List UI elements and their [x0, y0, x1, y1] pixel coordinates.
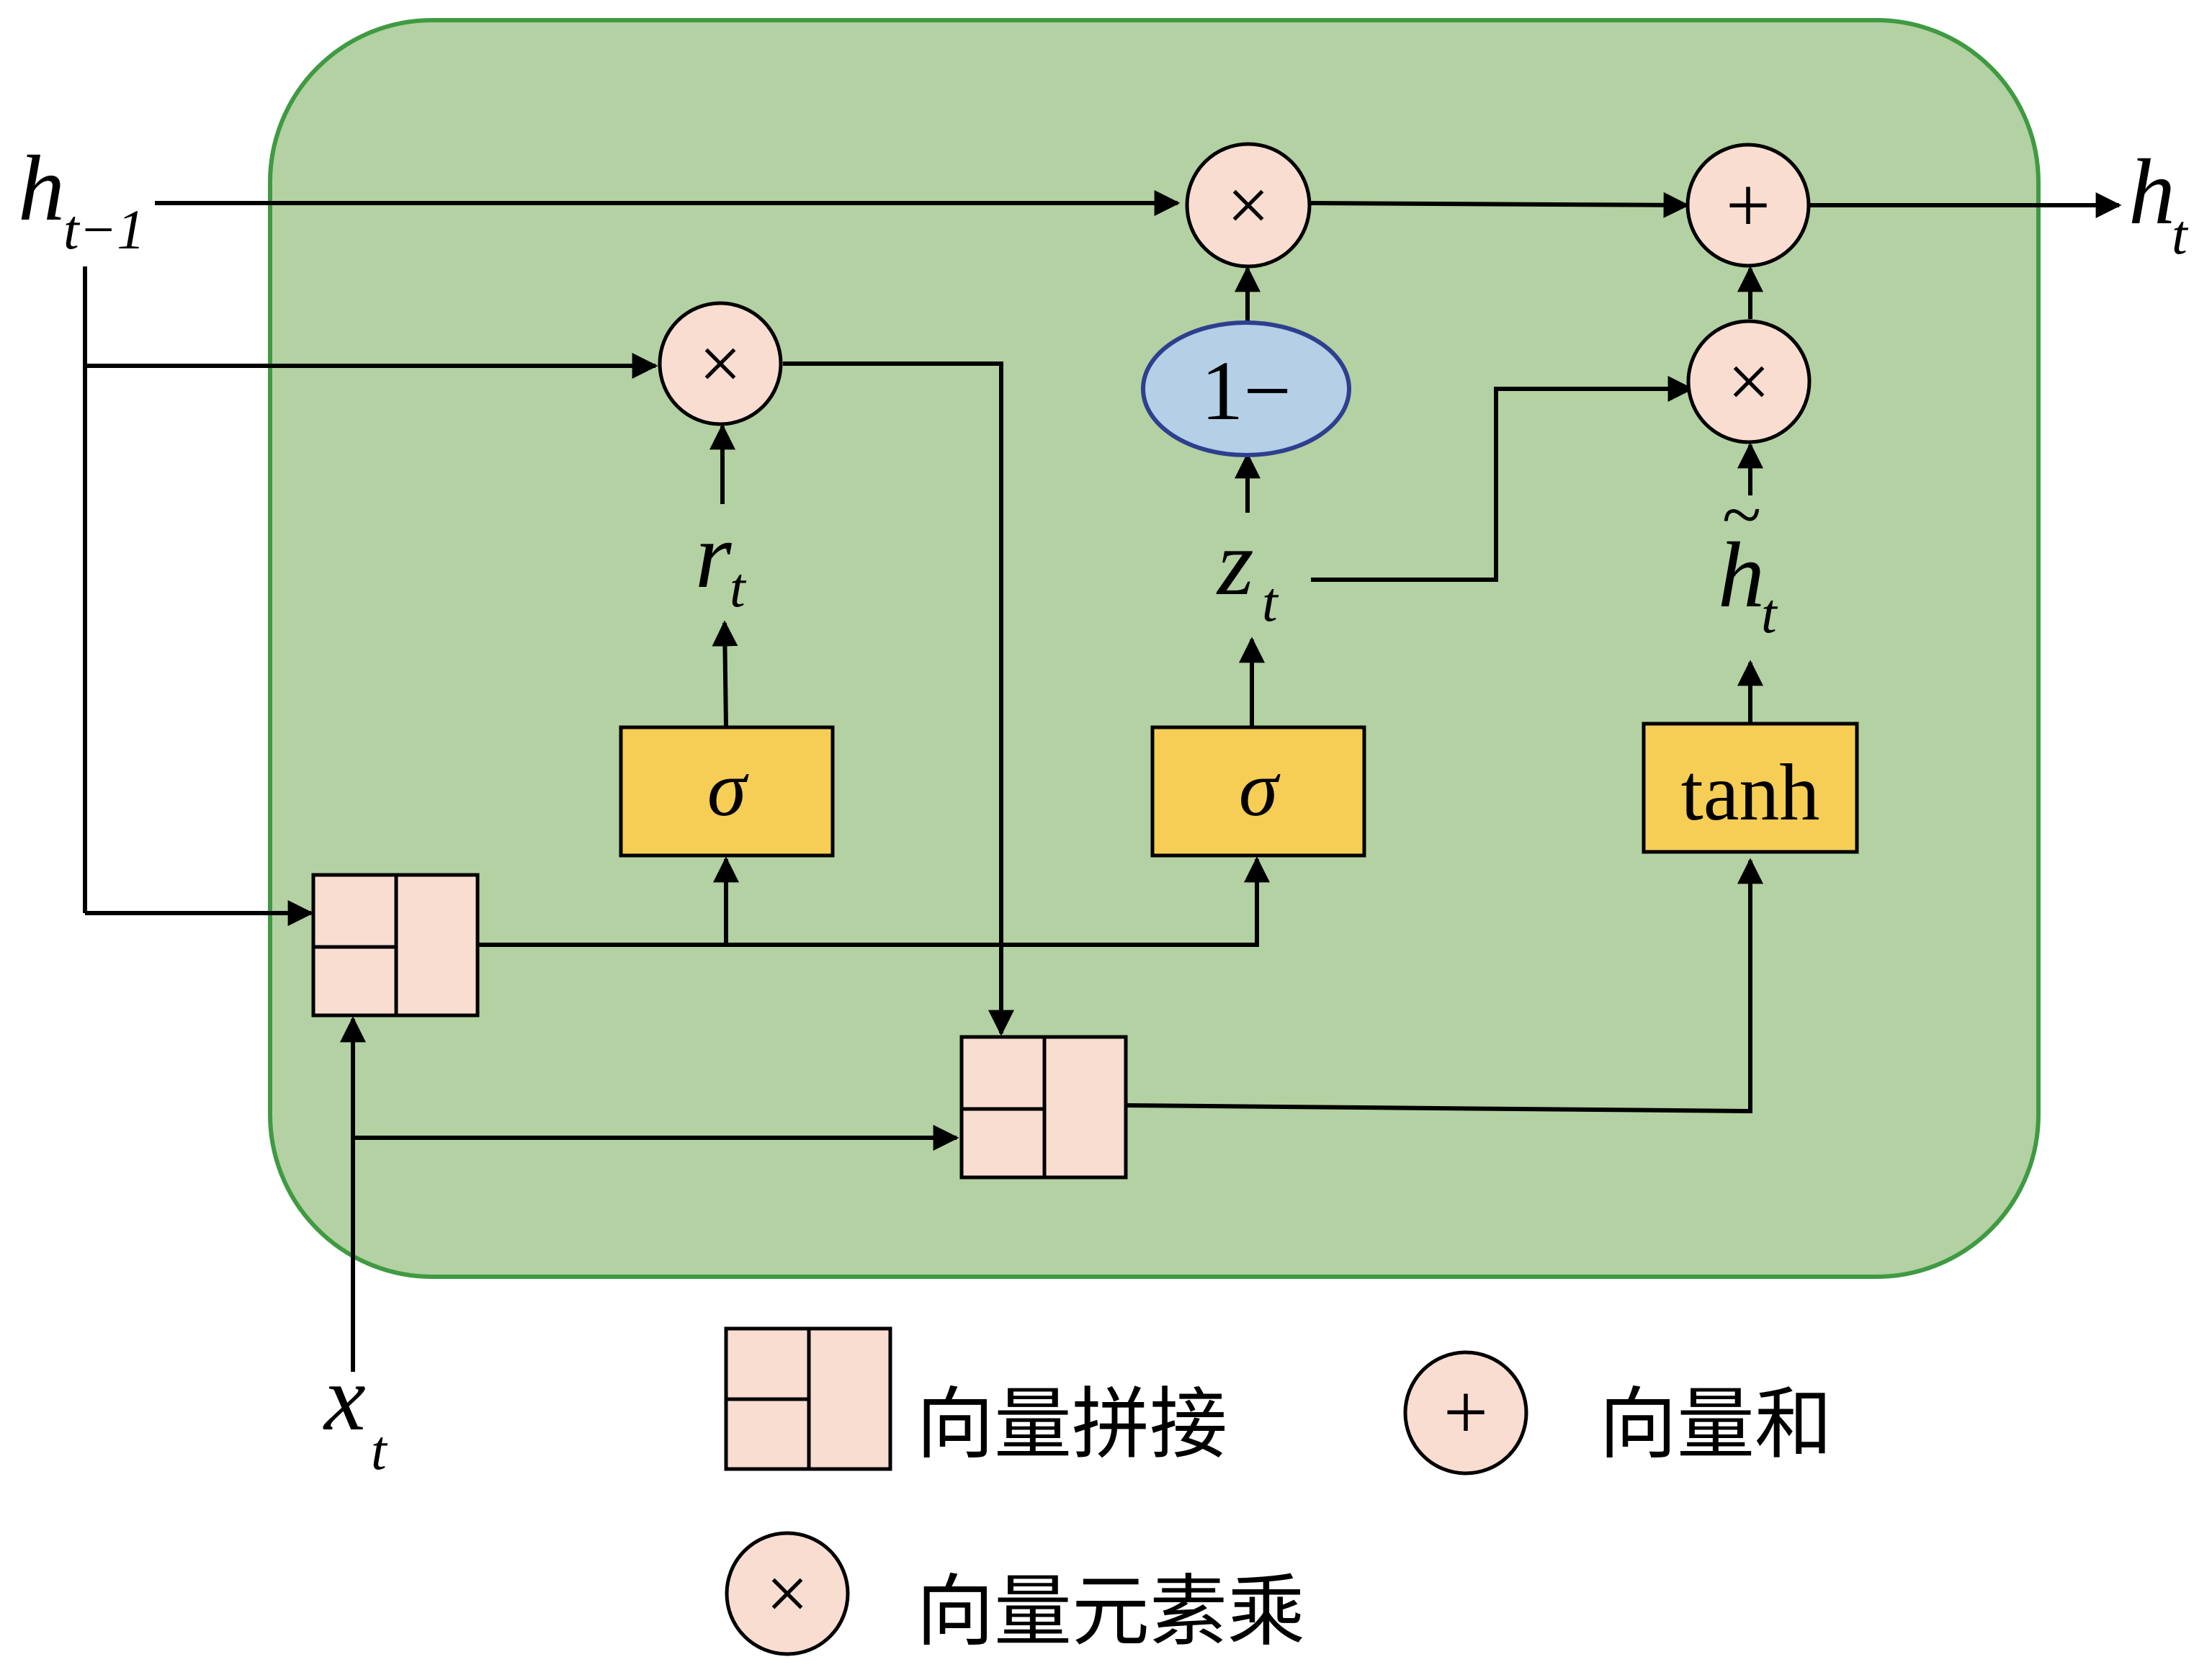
legend: 向量拼接 + 向量和 × 向量元素乘	[724, 1326, 1832, 1657]
update-gate-box: σ	[1150, 725, 1366, 858]
legend-concat-label: 向量拼接	[916, 1380, 1227, 1470]
candidate-gate-box: tanh	[1642, 722, 1859, 854]
label-r: r t	[695, 504, 747, 619]
h-prev-base: h	[18, 137, 65, 241]
legend-sum: + 向量和	[1403, 1350, 1832, 1475]
legend-sum-icon: +	[1403, 1350, 1528, 1475]
one-minus-node: 1−	[1141, 320, 1351, 457]
r-sub: t	[730, 556, 747, 619]
candidate-multiply-node: ×	[1686, 319, 1812, 444]
concat1-to-update-gate-wire	[479, 856, 1270, 947]
sum-symbol: +	[1726, 161, 1770, 249]
reset-multiply-node: ×	[658, 301, 783, 426]
legend-multiply-icon: ×	[725, 1531, 850, 1656]
z-to-candidate-multiply-wire	[1311, 376, 1694, 582]
wires	[83, 190, 2122, 1372]
one-minus-symbol: 1−	[1201, 343, 1291, 438]
r-base: r	[695, 504, 732, 608]
x-sub: t	[371, 1419, 388, 1481]
h-tilde-base: h	[1718, 524, 1765, 627]
label-h-tilde: ~ h t	[1718, 475, 1778, 644]
h-out-sub: t	[2172, 203, 2189, 266]
candidate-multiply-symbol: ×	[1727, 339, 1770, 423]
concat-block-1	[311, 873, 480, 1018]
h-tilde-sub: t	[1761, 582, 1778, 644]
legend-sum-label: 向量和	[1599, 1380, 1832, 1470]
reset-gate-to-r-wire	[712, 620, 738, 728]
z-base: z	[1216, 511, 1254, 615]
concat2-to-tanh-wire	[1127, 858, 1763, 1114]
label-h-out: h t	[2128, 140, 2189, 266]
candidate-gate-symbol: tanh	[1681, 748, 1820, 837]
h-prev-sub: t−1	[63, 198, 145, 261]
legend-concat-icon	[724, 1326, 892, 1471]
multiply-to-sum-wire	[1310, 192, 1690, 218]
reset-multiply-to-concat2-wire	[783, 361, 1014, 1036]
reset-gate-box: σ	[619, 725, 835, 858]
h-tilde-accent: ~	[1722, 475, 1761, 554]
x-base: x	[323, 1347, 366, 1450]
hidden-multiply-node: ×	[1185, 142, 1312, 269]
legend-sum-symbol: +	[1443, 1368, 1488, 1456]
legend-elementwise-label: 向量元素乘	[916, 1567, 1305, 1657]
z-sub: t	[1262, 570, 1279, 633]
label-h-prev: h t−1	[18, 137, 145, 261]
sum-node: +	[1685, 143, 1811, 268]
legend-elementwise: × 向量元素乘	[725, 1531, 1305, 1657]
concat-block-2	[959, 1035, 1128, 1180]
reset-gate-symbol: σ	[707, 745, 749, 832]
legend-concat: 向量拼接	[724, 1326, 1227, 1471]
hidden-multiply-symbol: ×	[1227, 163, 1269, 247]
h-out-base: h	[2128, 140, 2175, 244]
label-x: x t	[323, 1347, 388, 1481]
update-gate-symbol: σ	[1239, 745, 1281, 832]
reset-multiply-symbol: ×	[699, 321, 741, 405]
label-z: z t	[1216, 511, 1279, 633]
legend-multiply-symbol: ×	[766, 1551, 808, 1635]
